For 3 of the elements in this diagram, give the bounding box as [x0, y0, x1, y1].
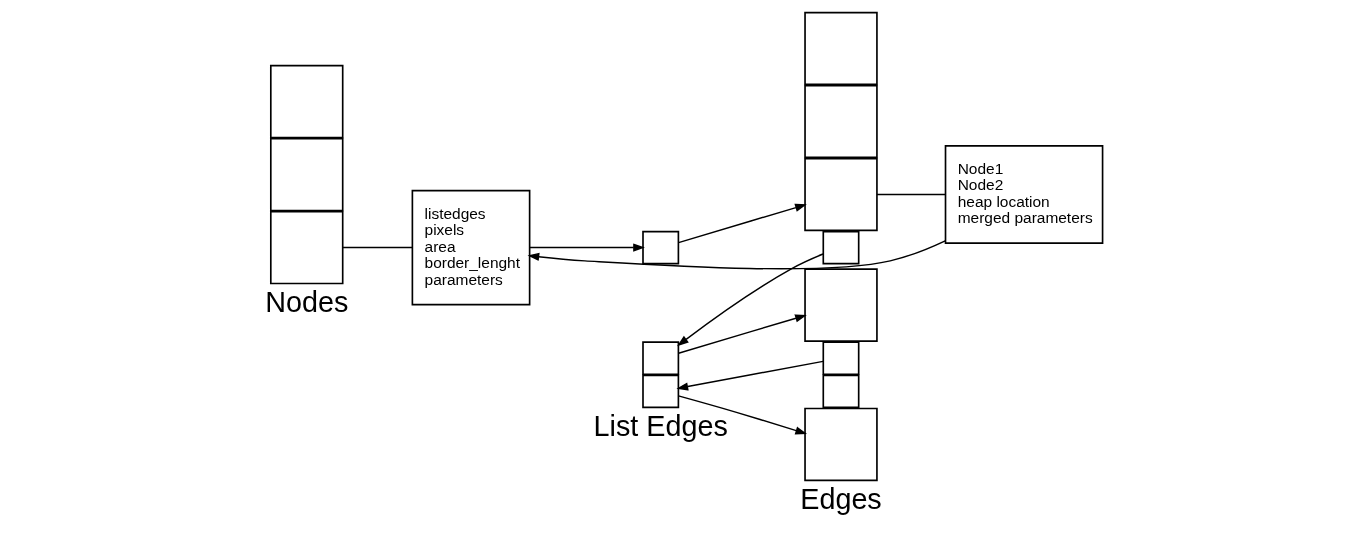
label: Nodes	[265, 286, 349, 319]
label: Edges	[800, 482, 882, 515]
label: List Edges	[593, 409, 728, 442]
